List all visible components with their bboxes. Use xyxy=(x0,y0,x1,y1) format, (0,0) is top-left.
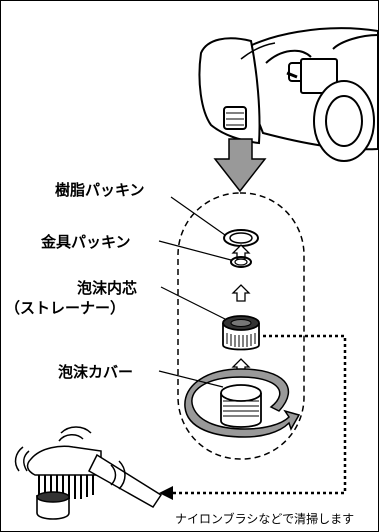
up-arrow-icon xyxy=(231,284,251,302)
foam-cover-label: 泡沫カバー xyxy=(58,363,134,381)
parts-group-outline xyxy=(177,192,305,460)
foam-core-label: 泡沫内芯 xyxy=(77,279,138,297)
nylon-brush-icon xyxy=(14,426,163,520)
foam-cover-part xyxy=(220,384,262,428)
metal-packing-label: 金具パッキン xyxy=(41,233,131,251)
cleaning-path-arrowhead xyxy=(159,486,173,500)
faucet-body-icon xyxy=(198,27,378,162)
cleaning-path-line xyxy=(171,334,347,495)
foam-core-part xyxy=(222,315,260,351)
resin-packing-label: 樹脂パッキン xyxy=(55,181,145,199)
resin-packing-part xyxy=(223,229,259,247)
strainer-label: （ストレーナー） xyxy=(5,299,126,317)
cleaning-caption: ナイロンブラシなどで清掃します xyxy=(175,512,355,526)
metal-packing-part xyxy=(230,256,252,268)
leader-lines xyxy=(158,196,232,388)
down-arrow-icon xyxy=(213,138,267,193)
